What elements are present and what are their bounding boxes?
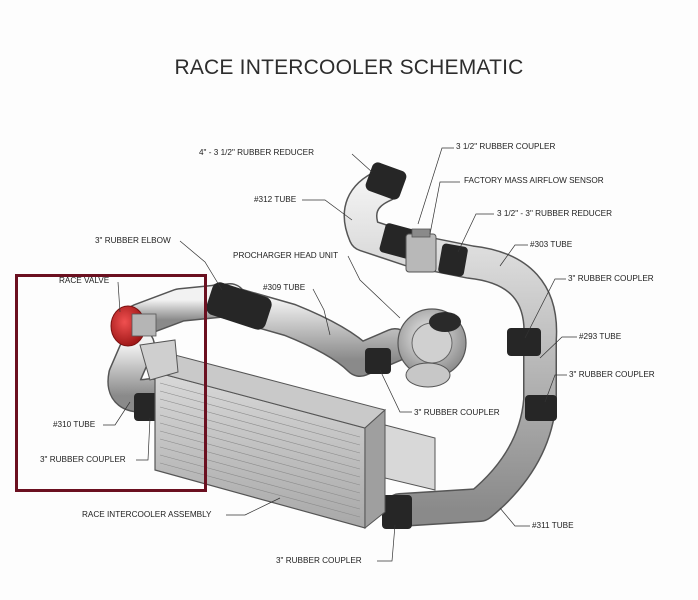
diagram-title: RACE INTERCOOLER SCHEMATIC <box>174 56 524 79</box>
mounting-bracket-left <box>139 339 179 381</box>
coupler-right-mid <box>525 395 557 421</box>
label-race-valve: RACE VALVE <box>59 276 110 285</box>
label-rubber-coupler-bottom: 3" RUBBER COUPLER <box>276 556 362 565</box>
label-tube-311: #311 TUBE <box>532 521 574 530</box>
mounting-bracket-right <box>384 424 436 491</box>
mass-airflow-sensor <box>405 228 437 273</box>
coupler-4in-reducer <box>365 162 407 200</box>
label-rubber-coupler-right-upper: 3" RUBBER COUPLER <box>568 274 654 283</box>
label-3-5-to-3-rubber-reducer: 3 1/2" - 3" RUBBER REDUCER <box>497 209 613 218</box>
core-fins <box>159 382 361 518</box>
race-valve-highlight-box <box>15 274 207 492</box>
rubber-elbow <box>206 282 272 330</box>
leader-lines <box>103 147 577 562</box>
label-procharger-head-unit: PROCHARGER HEAD UNIT <box>233 251 339 260</box>
label-tube-303: #303 TUBE <box>530 240 573 249</box>
procharger-head-unit <box>397 308 467 388</box>
label-mass-airflow-sensor: FACTORY MASS AIRFLOW SENSOR <box>464 176 604 185</box>
coupler-bottom <box>382 495 412 529</box>
label-rubber-coupler-right-mid: 3" RUBBER COUPLER <box>569 370 655 379</box>
reducer-3-5-3 <box>438 243 468 277</box>
label-tube-309: #309 TUBE <box>263 283 306 292</box>
intercooler-core <box>139 339 436 530</box>
label-intercooler-assembly: RACE INTERCOOLER ASSEMBLY <box>82 510 212 519</box>
label-4in-rubber-reducer: 4" - 3 1/2" RUBBER REDUCER <box>199 148 315 157</box>
coupler-right-upper <box>507 328 541 356</box>
label-tube-293: #293 TUBE <box>579 332 622 341</box>
coupler-center <box>365 348 391 374</box>
label-rubber-coupler-center: 3" RUBBER COUPLER <box>414 408 500 417</box>
label-tube-312: #312 TUBE <box>254 195 297 204</box>
label-3-5-rubber-coupler: 3 1/2" RUBBER COUPLER <box>456 142 556 151</box>
label-rubber-coupler-left: 3" RUBBER COUPLER <box>40 455 126 464</box>
label-tube-310: #310 TUBE <box>53 420 96 429</box>
race-valve <box>110 305 157 347</box>
label-rubber-elbow: 3" RUBBER ELBOW <box>95 236 171 245</box>
